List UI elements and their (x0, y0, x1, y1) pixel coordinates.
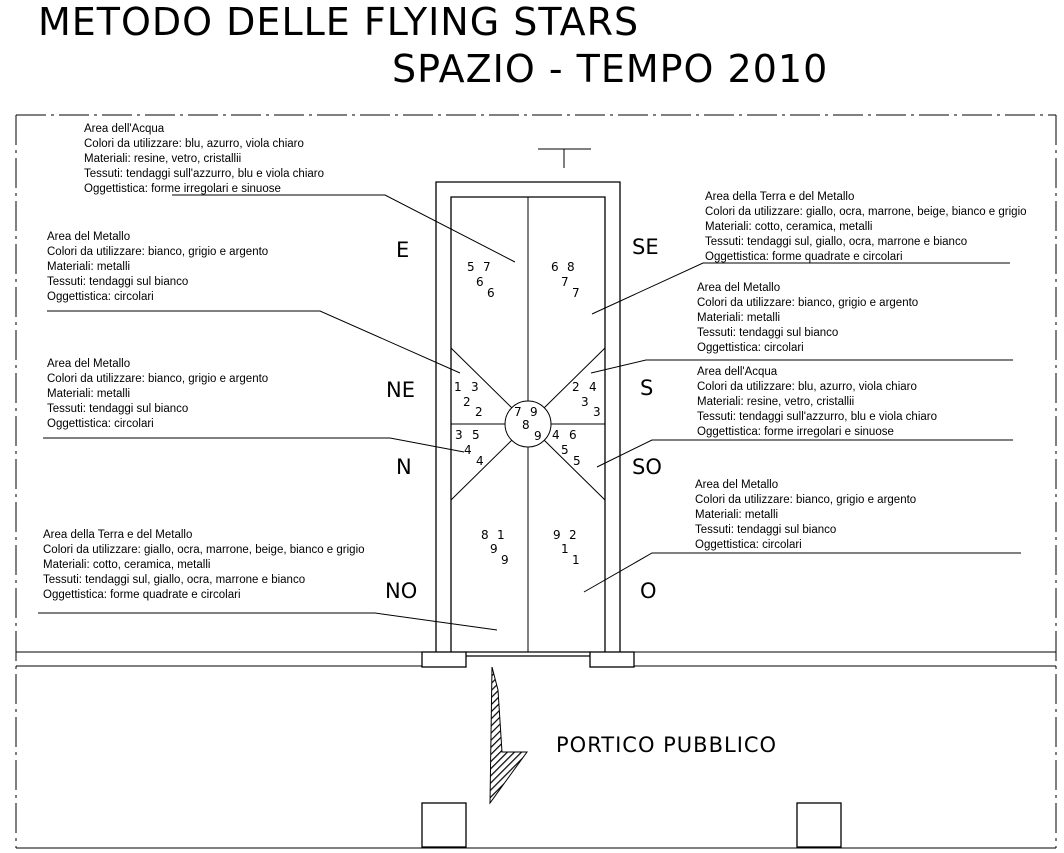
star-number: 4 (589, 380, 597, 394)
property-boundary (15, 114, 1057, 848)
top-axis-mark (538, 148, 591, 168)
centre-circle (504, 400, 552, 448)
star-number: 9 (501, 553, 509, 567)
star-number: 1 (497, 528, 505, 542)
star-number: 2 (475, 405, 483, 419)
star-number: 7 (561, 275, 569, 289)
star-number: 4 (464, 443, 472, 457)
entrance-pillar-right (589, 651, 635, 668)
star-number: 1 (572, 553, 580, 567)
star-number: 5 (561, 443, 569, 457)
star-number: 2 (463, 395, 471, 409)
star-number: 7 (483, 260, 491, 274)
star-number: 5 (467, 260, 475, 274)
star-number: 9 (530, 405, 538, 419)
portico-pillar-right (796, 802, 842, 848)
star-number: 8 (567, 260, 575, 274)
entrance-arrow (489, 666, 528, 805)
direction-label-no: NO (385, 579, 418, 603)
star-number: 9 (490, 542, 498, 556)
star-number: 8 (481, 528, 489, 542)
star-number: 8 (522, 418, 530, 432)
star-number: 9 (553, 528, 561, 542)
star-number: 9 (534, 429, 542, 443)
portico-label: PORTICO PUBBLICO (556, 733, 778, 757)
star-number: 2 (569, 528, 577, 542)
star-number: 3 (581, 395, 589, 409)
diagram-title: METODO DELLE FLYING STARS (38, 0, 640, 44)
direction-label-n: N (396, 455, 412, 479)
star-number: 5 (573, 454, 581, 468)
star-number: 2 (572, 380, 580, 394)
direction-label-ne: NE (386, 378, 415, 402)
star-number: 1 (561, 542, 569, 556)
star-number: 4 (552, 428, 560, 442)
direction-label-so: SO (632, 455, 662, 479)
portico-pillar-left (421, 802, 467, 848)
direction-label-o: O (640, 579, 657, 603)
star-number: 4 (476, 454, 484, 468)
leader-lines (38, 194, 1021, 631)
direction-label-s: S (640, 376, 654, 400)
star-number: 6 (569, 428, 577, 442)
star-number: 3 (593, 405, 601, 419)
threshold-lines (16, 651, 1056, 667)
star-number: 1 (454, 380, 462, 394)
bagua-sector-lines (450, 197, 606, 652)
star-number: 7 (514, 405, 522, 419)
star-number: 7 (572, 286, 580, 300)
star-number: 6 (551, 260, 559, 274)
diagram-subtitle: SPAZIO - TEMPO 2010 (392, 47, 829, 91)
direction-label-se: SE (632, 235, 659, 259)
star-number: 5 (472, 428, 480, 442)
star-number: 6 (476, 275, 484, 289)
star-number: 3 (471, 380, 479, 394)
star-number: 6 (487, 286, 495, 300)
star-number: 3 (455, 428, 463, 442)
direction-label-e: E (396, 238, 410, 262)
entrance-pillar-left (421, 651, 467, 668)
